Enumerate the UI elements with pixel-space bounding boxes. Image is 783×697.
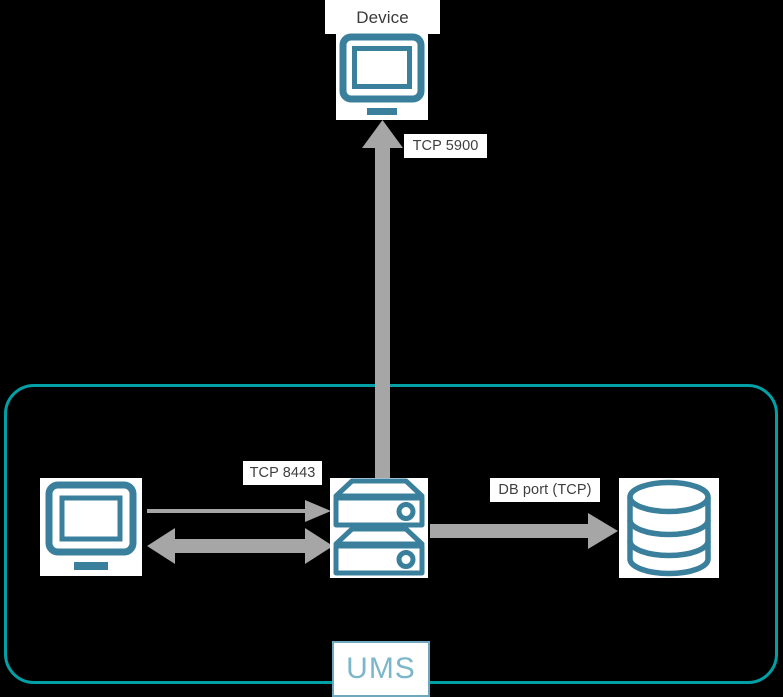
connection-arrow-device-tcp5900 <box>362 120 403 478</box>
connection-label-tcp-5900: TCP 5900 <box>404 134 487 158</box>
connection-arrow-server-to-database <box>430 513 618 549</box>
connection-arrow-client-to-server-tcp8443 <box>147 500 331 522</box>
ums-boundary-label: UMS <box>332 641 430 697</box>
device-monitor-icon <box>336 32 428 120</box>
client-monitor-icon <box>40 478 142 576</box>
device-node-label: Device <box>325 0 440 34</box>
ums-boundary-label-text: UMS <box>346 652 416 685</box>
database-icon <box>619 478 719 578</box>
connection-arrow-client-server-bidirectional <box>147 528 333 564</box>
connection-label-tcp-8443: TCP 8443 <box>243 461 322 485</box>
ums-server-icon <box>330 478 428 578</box>
connection-label-db-port: DB port (TCP) <box>490 478 600 502</box>
